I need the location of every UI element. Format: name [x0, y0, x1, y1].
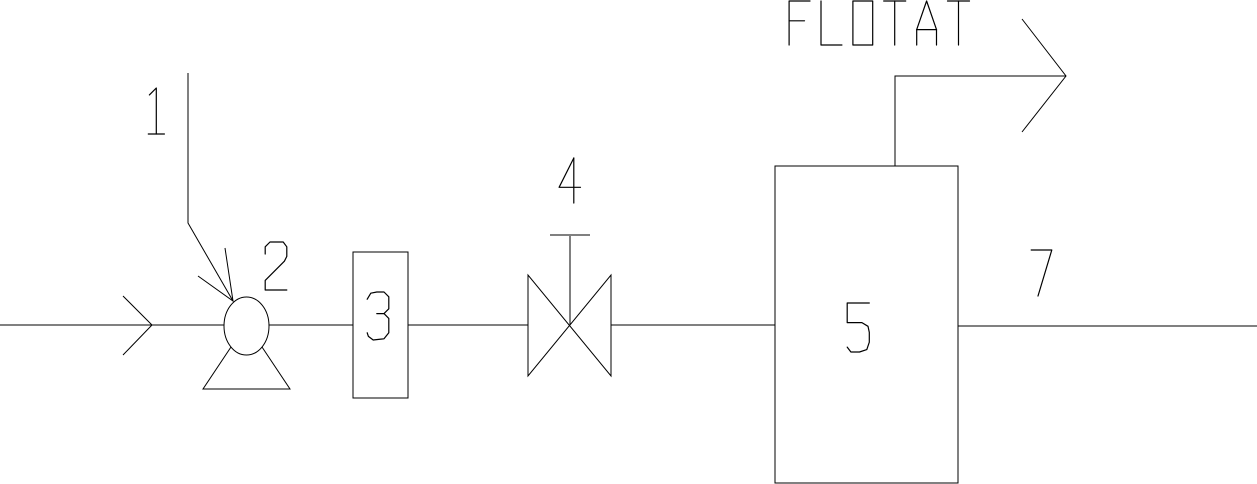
diagram-labels	[147, 0, 1053, 353]
valve-body-bowtie	[527, 273, 612, 378]
inline-unit-box	[352, 251, 409, 399]
label1-leader-line	[187, 73, 234, 302]
flotation-tank-box	[774, 165, 959, 484]
diagram-linework	[0, 18, 1257, 484]
label-4-valve	[558, 157, 582, 204]
pump-body-circle	[223, 296, 270, 356]
label-1-feed-line	[147, 87, 165, 135]
label1-leader-arrowhead-icon	[197, 247, 234, 303]
label-3-inline-unit	[366, 291, 390, 341]
label-5-tank	[846, 302, 870, 353]
flotat-arrowhead-icon	[1021, 18, 1067, 133]
pump-base-triangle	[202, 346, 291, 390]
flotat-overflow-line	[894, 75, 1066, 166]
label-7-outlet-line	[1030, 249, 1053, 297]
label-flotat-stream	[788, 0, 971, 46]
label-2-pump	[264, 241, 288, 291]
feed-flow-arrow-icon	[122, 295, 153, 356]
